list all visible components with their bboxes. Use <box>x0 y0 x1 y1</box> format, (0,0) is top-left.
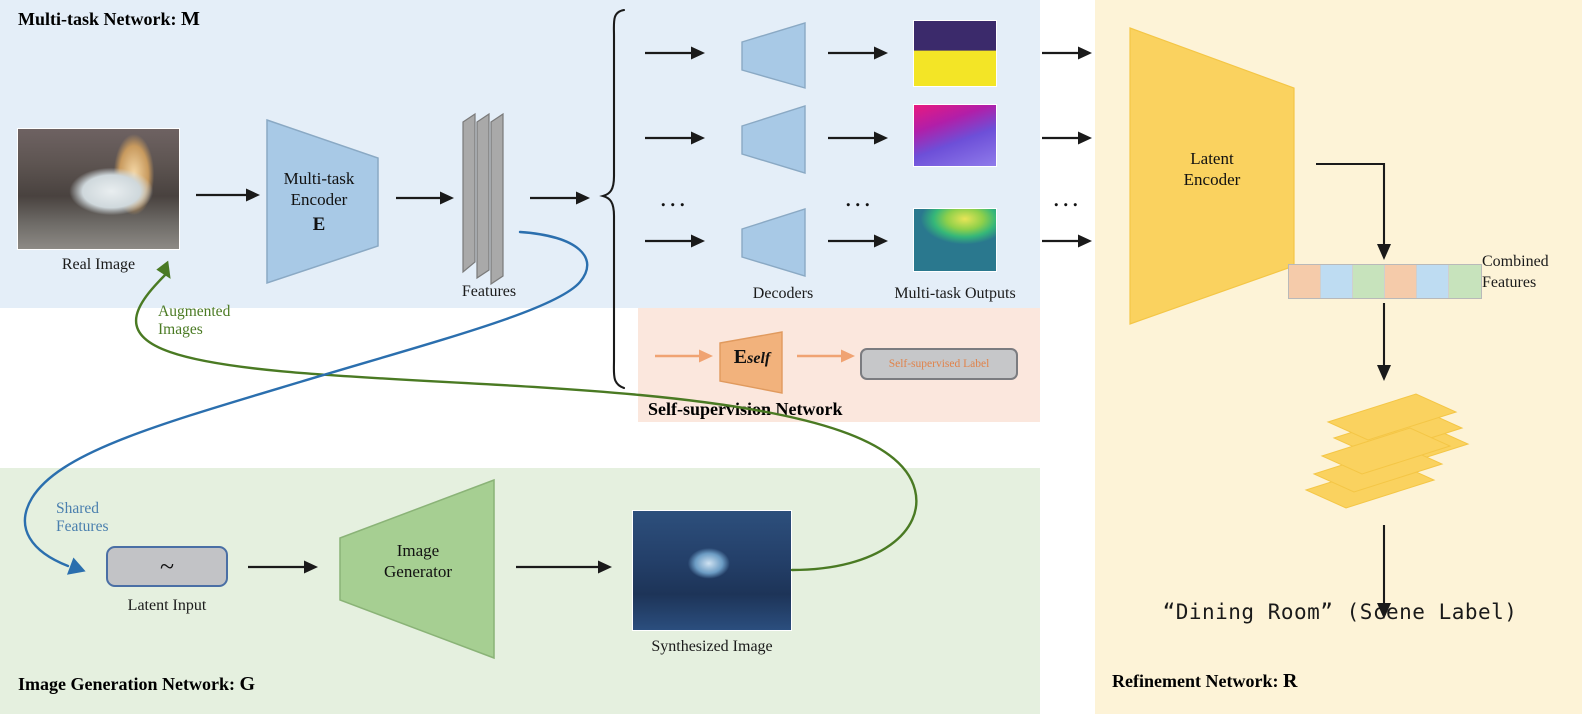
selfsup-encoder-shape <box>719 331 783 394</box>
title-multitask-text: Multi-task Network: <box>18 9 177 29</box>
title-refine-text: Refinement Network: <box>1112 671 1279 691</box>
latent-encoder-line1: Latent <box>1190 149 1234 168</box>
shared-line2: Features <box>56 517 109 535</box>
outputs-caption: Multi-task Outputs <box>894 285 1016 302</box>
combined-feature-cell <box>1353 265 1385 298</box>
scene-label-output: “Dining Room” (Scene Label) <box>1162 600 1518 624</box>
combined-features-line1: Combined <box>1482 253 1549 270</box>
self-supervised-label-text: Self-supervised Label <box>888 358 990 370</box>
arrow-decoder-3-to-output <box>828 234 888 248</box>
arrow-combined-to-layers <box>1377 303 1391 381</box>
title-imagegen-symbol: G <box>239 673 256 695</box>
latent-input-box: ~ <box>106 546 228 587</box>
real-image-caption: Real Image <box>61 256 136 273</box>
decoder-shape-3 <box>741 208 806 277</box>
combined-features-caption: Combined Features <box>1482 252 1582 294</box>
combined-feature-cell <box>1385 265 1417 298</box>
arrow-to-decoder-3 <box>645 234 705 248</box>
arrow-encoder-to-combined <box>1316 162 1391 260</box>
panel-image-generation-network <box>0 468 1040 714</box>
shared-features-label: Shared Features <box>56 500 146 536</box>
image-generator-label: Image Generator <box>358 540 478 583</box>
combined-features-line2: Features <box>1482 273 1537 291</box>
encoder-line1: Multi-task <box>283 169 355 188</box>
decoder-shape-1 <box>741 22 806 89</box>
arrow-features-to-brace <box>530 191 590 205</box>
arrow-generator-to-synth <box>516 560 612 574</box>
synthesized-image-caption: Synthesized Image <box>651 638 773 655</box>
ellipsis-refine-inputs: ... <box>1053 183 1082 212</box>
latent-encoder-label: Latent Encoder <box>1140 148 1284 191</box>
arrow-to-selfsup-encoder <box>655 349 713 363</box>
augmented-line1: Augmented <box>158 303 231 320</box>
arrow-selfsup-to-label <box>797 349 855 363</box>
latent-input-caption: Latent Input <box>127 597 207 614</box>
refinement-layer-stack-shape <box>1304 393 1470 509</box>
ellipsis-outputs: ... <box>845 183 874 212</box>
latent-tilde-glyph: ~ <box>159 552 175 581</box>
latent-encoder-line2: Encoder <box>1183 170 1241 190</box>
self-supervised-label-box: Self-supervised Label <box>860 348 1018 380</box>
augmented-line2: Images <box>158 320 203 338</box>
combined-feature-cell <box>1449 265 1481 298</box>
multitask-encoder-label: Multi-task Encoder E <box>265 168 373 236</box>
combined-features-bar <box>1288 264 1482 299</box>
combined-feature-cell <box>1417 265 1449 298</box>
output-thumbnail-depth <box>913 208 997 272</box>
augmented-images-flow-arrow <box>134 260 918 572</box>
synthesized-image-thumbnail <box>632 510 792 631</box>
generator-line2: Generator <box>384 562 452 582</box>
title-multitask-symbol: M <box>180 8 200 30</box>
arrow-output-3-to-refine <box>1042 234 1092 248</box>
title-multitask-network: Multi-task Network: M <box>18 8 200 31</box>
arrow-decoder-2-to-output <box>828 131 888 145</box>
combined-feature-cell <box>1321 265 1353 298</box>
title-refine-symbol: R <box>1282 670 1298 692</box>
features-stack-shape <box>462 112 504 286</box>
title-imagegen-network: Image Generation Network: G <box>18 673 255 696</box>
arrow-to-decoder-2 <box>645 131 705 145</box>
title-imagegen-text: Image Generation Network: <box>18 674 235 694</box>
image-generator-shape <box>339 478 495 660</box>
shared-features-flow-arrow <box>23 230 589 575</box>
arrow-output-1-to-refine <box>1042 46 1092 60</box>
arrow-real-to-encoder <box>196 188 260 202</box>
ellipsis-decoders-left: ... <box>660 183 689 212</box>
arrow-to-decoder-1 <box>645 46 705 60</box>
selfsup-encoder-subscript: self <box>747 350 771 367</box>
decoder-shape-2 <box>741 105 806 174</box>
selfsup-encoder-symbol: E <box>733 346 748 368</box>
arrow-layers-to-scene-label <box>1377 525 1391 619</box>
shared-line1: Shared <box>56 500 100 517</box>
generator-line1: Image <box>396 541 440 560</box>
real-image-thumbnail <box>17 128 180 250</box>
arrow-decoder-1-to-output <box>828 46 888 60</box>
arrow-output-2-to-refine <box>1042 131 1092 145</box>
augmented-images-label: Augmented Images <box>158 303 263 339</box>
encoder-symbol: E <box>312 213 326 235</box>
decoders-caption: Decoders <box>752 285 814 302</box>
selfsup-encoder-label: Eself <box>722 345 782 370</box>
multitask-encoder-shape <box>266 118 379 285</box>
encoder-line2: Encoder <box>290 190 348 210</box>
arrow-latent-to-generator <box>248 560 318 574</box>
output-thumbnail-segmentation <box>913 20 997 87</box>
arrow-encoder-to-features <box>396 191 454 205</box>
title-refinement-network: Refinement Network: R <box>1112 670 1297 693</box>
combined-feature-cell <box>1289 265 1321 298</box>
features-caption: Features <box>461 283 517 300</box>
split-brace-icon <box>599 8 626 390</box>
output-thumbnail-normals <box>913 104 997 167</box>
